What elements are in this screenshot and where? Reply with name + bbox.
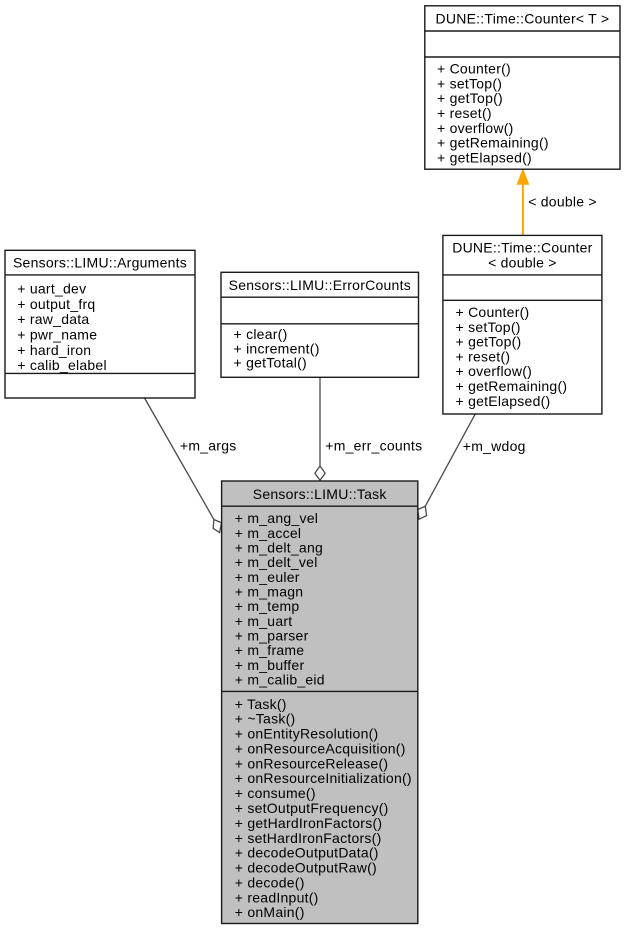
svg-text:+ decodeOutputData(): + decodeOutputData() bbox=[235, 845, 379, 861]
svg-text:+ calib_elabel: + calib_elabel bbox=[17, 357, 107, 373]
svg-text:+m_args: +m_args bbox=[180, 438, 237, 454]
svg-text:+ onMain(): + onMain() bbox=[235, 904, 305, 920]
svg-text:DUNE::Time::Counter: DUNE::Time::Counter bbox=[452, 240, 592, 256]
svg-text:< double >: < double > bbox=[488, 254, 557, 270]
svg-text:+ onResourceAcquisition(): + onResourceAcquisition() bbox=[235, 741, 406, 757]
svg-text:+ onResourceInitialization(): + onResourceInitialization() bbox=[235, 770, 412, 786]
svg-text:+ decodeOutputRaw(): + decodeOutputRaw() bbox=[235, 860, 377, 876]
svg-text:+ getRemaining(): + getRemaining() bbox=[437, 135, 549, 151]
svg-text:Sensors::LIMU::Task: Sensors::LIMU::Task bbox=[253, 486, 388, 502]
svg-text:+ getElapsed(): + getElapsed() bbox=[456, 393, 551, 409]
svg-text:+ reset(): + reset() bbox=[456, 348, 511, 364]
svg-text:+ consume(): + consume() bbox=[235, 785, 316, 801]
svg-text:+ m_euler: + m_euler bbox=[235, 569, 300, 585]
svg-text:+ m_parser: + m_parser bbox=[235, 627, 309, 643]
svg-text:+ reset(): + reset() bbox=[437, 105, 492, 121]
svg-text:+ getTop(): + getTop() bbox=[456, 334, 522, 350]
svg-text:+ onResourceRelease(): + onResourceRelease() bbox=[235, 755, 388, 771]
svg-text:+ raw_data: + raw_data bbox=[17, 311, 89, 327]
svg-text:DUNE::Time::Counter< T >: DUNE::Time::Counter< T > bbox=[435, 11, 609, 27]
svg-text:Sensors::LIMU::Arguments: Sensors::LIMU::Arguments bbox=[13, 255, 187, 271]
svg-text:+ getTotal(): + getTotal() bbox=[234, 355, 307, 371]
svg-text:Sensors::LIMU::ErrorCounts: Sensors::LIMU::ErrorCounts bbox=[229, 277, 411, 293]
svg-text:+ hard_iron: + hard_iron bbox=[17, 342, 91, 358]
svg-text:+ m_temp: + m_temp bbox=[235, 598, 300, 614]
svg-text:+ m_buffer: + m_buffer bbox=[235, 657, 305, 673]
svg-text:+ getTop(): + getTop() bbox=[437, 90, 503, 106]
svg-text:+ increment(): + increment() bbox=[234, 340, 320, 356]
svg-text:+ m_uart: + m_uart bbox=[235, 613, 293, 629]
svg-text:+ onEntityResolution(): + onEntityResolution() bbox=[235, 726, 379, 742]
svg-text:+ getHardIronFactors(): + getHardIronFactors() bbox=[235, 815, 382, 831]
svg-text:+ output_frq: + output_frq bbox=[17, 296, 95, 312]
svg-text:+ m_delt_ang: + m_delt_ang bbox=[235, 539, 323, 555]
svg-text:+m_err_counts: +m_err_counts bbox=[325, 438, 422, 454]
svg-text:+ m_frame: + m_frame bbox=[235, 642, 305, 658]
svg-text:+ ~Task(): + ~Task() bbox=[235, 711, 296, 727]
svg-text:+ m_calib_eid: + m_calib_eid bbox=[235, 671, 325, 687]
svg-text:+ overflow(): + overflow() bbox=[456, 363, 533, 379]
svg-text:+ overflow(): + overflow() bbox=[437, 120, 514, 136]
svg-text:+ clear(): + clear() bbox=[234, 326, 288, 342]
svg-text:< double >: < double > bbox=[528, 194, 597, 210]
svg-text:+ decode(): + decode() bbox=[235, 874, 305, 890]
svg-text:+m_wdog: +m_wdog bbox=[463, 438, 526, 454]
svg-text:+ m_accel: + m_accel bbox=[235, 525, 301, 541]
svg-text:+ m_ang_vel: + m_ang_vel bbox=[235, 510, 318, 526]
svg-text:+ setOutputFrequency(): + setOutputFrequency() bbox=[235, 800, 389, 816]
svg-text:+ setTop(): + setTop() bbox=[437, 75, 502, 91]
svg-text:+ setHardIronFactors(): + setHardIronFactors() bbox=[235, 830, 382, 846]
svg-text:+ m_delt_vel: + m_delt_vel bbox=[235, 554, 318, 570]
svg-text:+ readInput(): + readInput() bbox=[235, 889, 319, 905]
svg-text:+ getElapsed(): + getElapsed() bbox=[437, 149, 532, 165]
svg-text:+ uart_dev: + uart_dev bbox=[17, 281, 86, 297]
svg-text:+ Counter(): + Counter() bbox=[456, 304, 530, 320]
svg-text:+ Counter(): + Counter() bbox=[437, 61, 511, 77]
svg-text:+ getRemaining(): + getRemaining() bbox=[456, 378, 568, 394]
svg-text:+ Task(): + Task() bbox=[235, 696, 287, 712]
svg-text:+ m_magn: + m_magn bbox=[235, 583, 304, 599]
svg-text:+ setTop(): + setTop() bbox=[456, 319, 521, 335]
svg-text:+ pwr_name: + pwr_name bbox=[17, 327, 97, 343]
